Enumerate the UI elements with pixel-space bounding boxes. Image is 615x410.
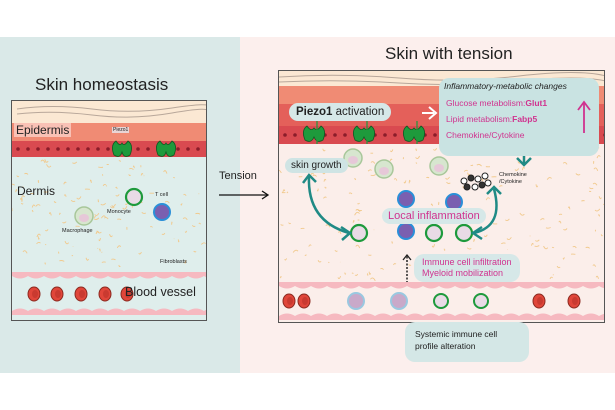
macrophage-icon (74, 206, 94, 226)
chemokine-cytokine-label: Chemokine/Cytokine (499, 172, 527, 185)
vessel-wall-top (279, 282, 604, 289)
macrophage-label: Macrophage (62, 228, 93, 234)
vessel-wall-top (12, 272, 206, 279)
monocyte-icon (454, 223, 474, 243)
vessel-cells (282, 292, 581, 310)
piezo1-label: Piezo1 (112, 127, 130, 133)
epidermis-label: Epidermis (14, 123, 72, 137)
local-inflammation-pill: Local inflammation (382, 208, 486, 224)
right-panel-title: Skin with tension (385, 44, 513, 63)
skin-with-tension-illustration: Piezo1 activation Inflammatory-metabolic… (278, 70, 605, 323)
chemokine-cytokine-line: Chemokine/Cytokine (446, 130, 525, 140)
dotted-up-arrow-icon (402, 253, 412, 283)
piezo1-channel-icon (156, 140, 176, 157)
double-arrow-chemokine-icon (473, 188, 498, 235)
skin-growth-pill: skin growth (285, 158, 348, 173)
chemokine-particles-icon (460, 172, 492, 191)
blood-vessel-label: Blood vessel (125, 285, 196, 299)
red-blood-cells (27, 286, 134, 302)
piezo1-activation-pill: Piezo1 activation (289, 103, 392, 121)
t-cell-icon (153, 203, 171, 221)
double-arrow-skin-growth-icon (307, 175, 350, 235)
activation-text: activation (332, 106, 385, 118)
left-panel-title: Skin homeostasis (35, 75, 169, 94)
monocyte-icon (124, 187, 144, 207)
dermis-label: Dermis (17, 184, 55, 198)
monocyte-icon (349, 223, 369, 243)
changes-heading: Inflammatory-metabolic changes (444, 81, 567, 91)
lipid-line: Lipid metabolism:Fabp5 (446, 114, 538, 124)
t-cell-icon (397, 222, 415, 240)
t-cell-label: T cell (155, 192, 169, 198)
piezo1-bold: Piezo1 (296, 106, 333, 118)
t-cell-icon (397, 190, 415, 208)
tension-label: Tension (219, 170, 257, 182)
vessel-wall-bottom (12, 308, 206, 315)
white-right-arrow-icon (422, 106, 438, 120)
skin-homeostasis-illustration: Epidermis Piezo1 Dermis Monocyte T cell … (11, 100, 207, 321)
glucose-line: Glucose metabolism:Glut1 (446, 98, 548, 108)
fibroblasts-label: Fibroblasts (160, 259, 187, 265)
vessel-wall-bottom (279, 313, 604, 320)
monocyte-icon (424, 223, 444, 243)
macrophage-icon (343, 148, 363, 168)
fibroblast-fibers (12, 159, 206, 268)
teal-arrows (302, 149, 532, 241)
up-arrow-icon (577, 100, 591, 133)
piezo1-channel-icon (112, 140, 132, 157)
macrophage-icon (429, 156, 449, 176)
macrophage-icon (374, 159, 394, 179)
inflammatory-metabolic-box: Inflammatory-metabolic changes Glucose m… (439, 78, 599, 156)
monocyte-label: Monocyte (107, 209, 131, 215)
